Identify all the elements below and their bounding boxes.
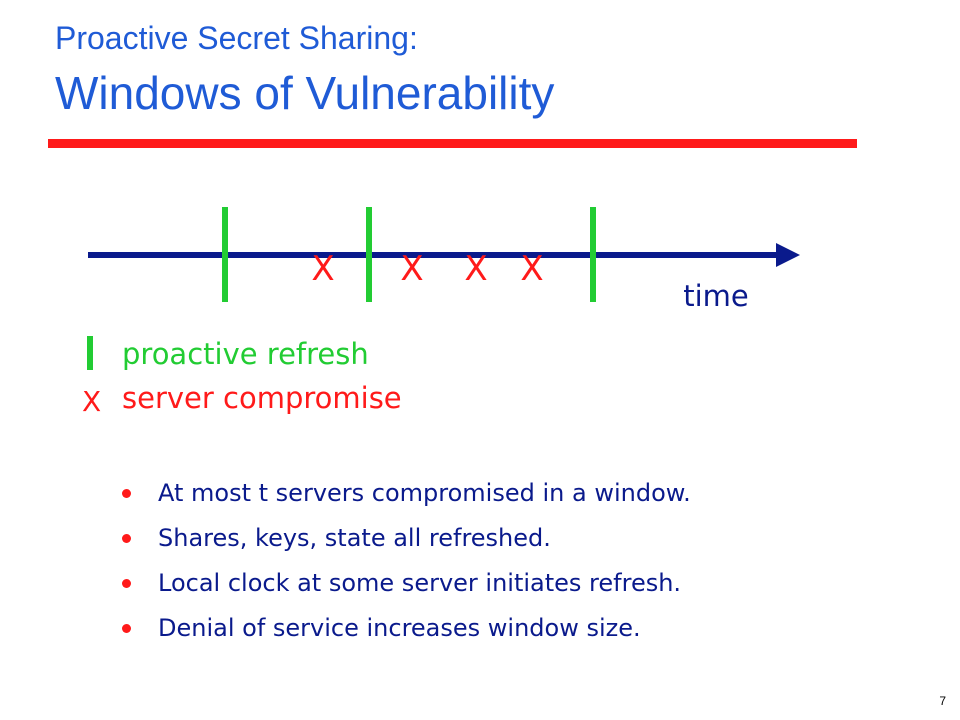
bullet-dot-icon <box>122 579 131 588</box>
bullet-dot-icon <box>122 489 131 498</box>
bullet-list: At most t servers compromised in a windo… <box>122 476 691 656</box>
compromise-marker: X <box>311 249 334 289</box>
compromise-marker: X <box>520 249 543 289</box>
page-number: 7 <box>939 694 946 708</box>
bullet-text: Denial of service increases window size. <box>158 614 641 642</box>
bullet-item: Shares, keys, state all refreshed. <box>122 521 691 566</box>
bullet-item: Local clock at some server initiates ref… <box>122 566 691 611</box>
legend-refresh-marker <box>87 336 93 370</box>
bullet-item: Denial of service increases window size. <box>122 611 691 656</box>
timeline-arrowhead <box>776 243 800 267</box>
timeline-diagram: X X X X time <box>88 207 800 313</box>
legend-refresh-label: proactive refresh <box>122 337 369 371</box>
compromise-marker: X <box>400 249 423 289</box>
bullet-text: At most t servers compromised in a windo… <box>158 479 691 507</box>
bullet-dot-icon <box>122 624 131 633</box>
slide-title-line2: Windows of Vulnerability <box>55 67 555 119</box>
bullet-dot-icon <box>122 534 131 543</box>
bullet-item: At most t servers compromised in a windo… <box>122 476 691 521</box>
bullet-text: Local clock at some server initiates ref… <box>158 569 682 597</box>
bullet-text: Shares, keys, state all refreshed. <box>158 524 551 552</box>
legend-compromise-label: server compromise <box>122 381 402 415</box>
legend-compromise-marker: X <box>82 385 102 418</box>
slide-title-line1: Proactive Secret Sharing: <box>55 20 418 56</box>
compromise-marker: X <box>464 249 487 289</box>
title-underline-rule <box>48 139 857 148</box>
timeline-axis-label: time <box>683 279 749 313</box>
